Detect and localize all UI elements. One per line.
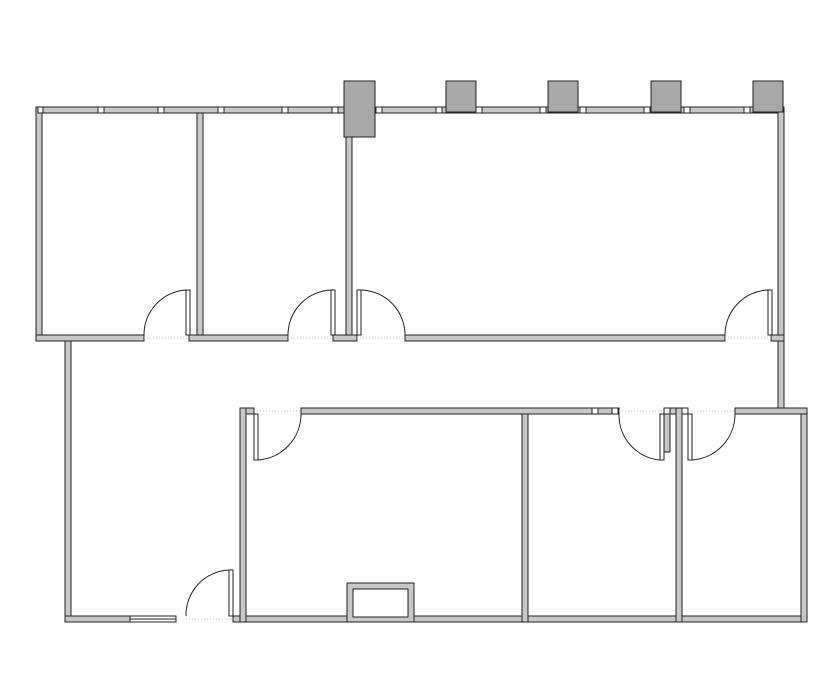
- window-mullion: [435, 106, 443, 114]
- upper-wing-walls: [35, 106, 785, 410]
- east-exterior-wall-upper: [777, 106, 785, 410]
- partition-lower-a: [521, 413, 529, 623]
- structural-column: [650, 80, 682, 113]
- window-mullion: [681, 407, 689, 415]
- south-exterior-wall-a: [64, 615, 131, 623]
- windows: [129, 407, 689, 623]
- door-lower-office-b: [687, 413, 736, 461]
- corridor-wall-upper-c: [332, 334, 358, 342]
- window-mullion: [643, 106, 651, 114]
- door-office-1: [143, 289, 191, 336]
- door-lower-office-a: [618, 413, 665, 461]
- door-conference: [253, 413, 302, 461]
- door-large-room-west: [356, 289, 406, 336]
- corridor-wall-upper-e: [770, 334, 785, 342]
- lower-wing-walls: [64, 340, 808, 623]
- partition-lower-b: [663, 407, 671, 453]
- door-entry: [185, 569, 234, 617]
- corridor-wall-upper-d: [404, 334, 726, 342]
- door-large-room-east: [724, 289, 773, 336]
- west-exterior-wall-lower: [64, 340, 72, 623]
- window-mullion: [743, 106, 751, 114]
- partition-lower-c: [675, 407, 683, 623]
- window-mullion: [591, 407, 599, 415]
- window-mullion: [663, 407, 671, 415]
- window-mullion: [97, 106, 105, 114]
- window-mullion: [475, 106, 483, 114]
- doors: [143, 289, 773, 617]
- window-mullion: [611, 407, 619, 415]
- window-mullion: [157, 106, 165, 114]
- door-thresholds: [144, 337, 771, 620]
- partition-conference-west: [239, 407, 247, 623]
- east-exterior-wall-lower: [800, 407, 808, 623]
- columns: [343, 80, 784, 138]
- corridor-wall-upper-a: [35, 334, 145, 342]
- corridor-wall-upper-b: [188, 334, 289, 342]
- window-mullion: [281, 106, 289, 114]
- window-mullion: [217, 106, 225, 114]
- corridor-wall-lower-d: [734, 407, 808, 415]
- partition-office-1-2: [196, 112, 204, 342]
- west-exterior-wall-upper: [35, 106, 43, 342]
- window-mullion: [579, 106, 587, 114]
- structural-column: [547, 80, 579, 113]
- corridor-wall-lower-b: [300, 407, 620, 415]
- door-office-2: [287, 289, 336, 336]
- structural-column: [752, 80, 784, 113]
- partition-office-2-3: [345, 136, 353, 342]
- window-mullion: [331, 106, 339, 114]
- closet-interior: [352, 588, 409, 618]
- structural-column: [343, 80, 376, 138]
- window-mullion: [539, 106, 547, 114]
- structural-column: [445, 80, 477, 113]
- north-wall-mullions: [37, 106, 751, 114]
- window-mullion: [375, 106, 383, 114]
- window-mullion: [683, 106, 691, 114]
- south-exterior-wall-b: [232, 615, 808, 623]
- window-mullion: [37, 106, 44, 114]
